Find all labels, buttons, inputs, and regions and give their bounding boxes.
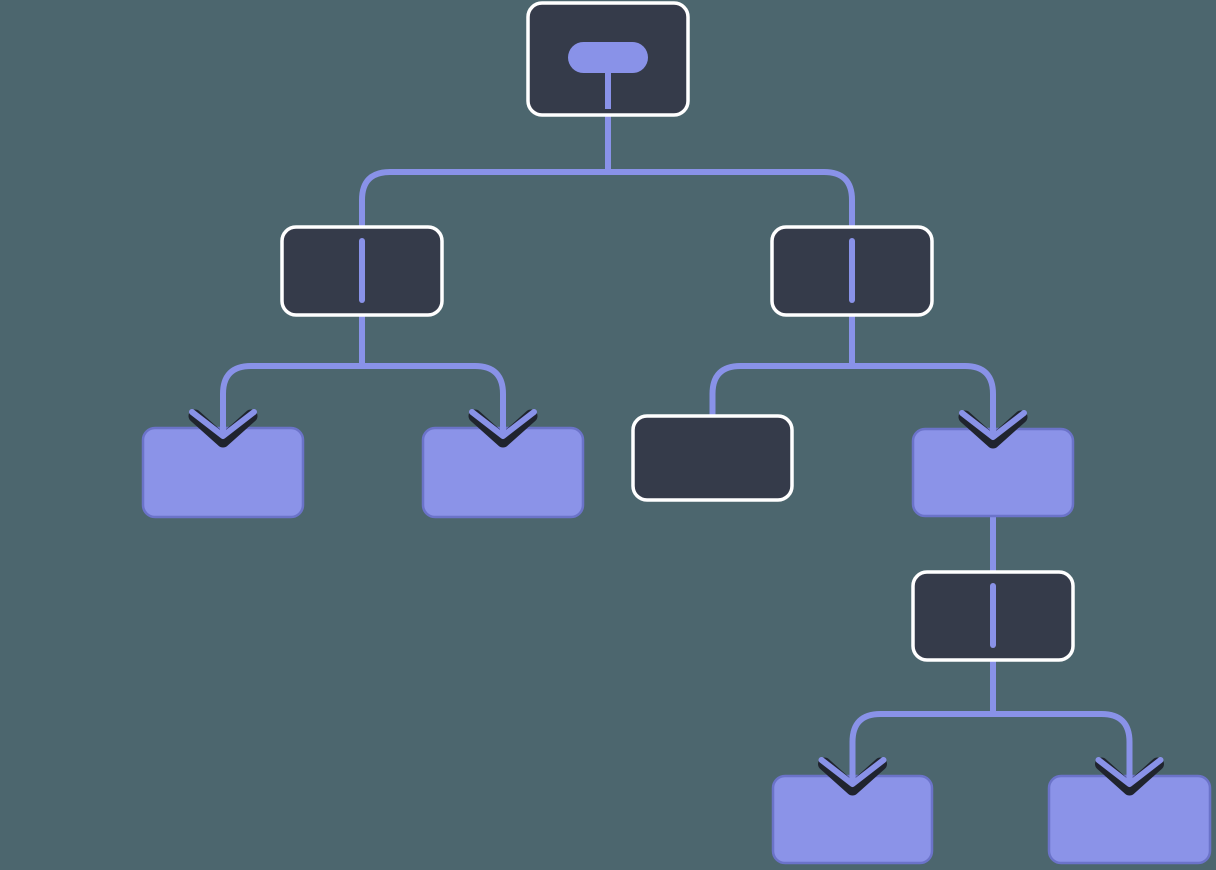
edge-split-bottom-leaf-4 (849, 711, 993, 781)
edge-split-right-leaf-3 (852, 363, 996, 434)
edge-root-split-right (608, 169, 855, 232)
edge-root-split-left (359, 169, 608, 232)
node-box-plain[interactable] (631, 414, 794, 502)
edge-split-left-leaf-2 (362, 363, 506, 433)
arrowhead-purple-icon (1095, 757, 1164, 787)
arrowhead-purple-icon (959, 410, 1027, 440)
arrowhead-purple-icon (189, 409, 257, 439)
edge-split-left-leaf-1 (220, 363, 362, 433)
arrowhead-purple-icon (469, 409, 537, 439)
arrowhead-purple-icon (818, 757, 887, 787)
root-pill-icon (568, 42, 648, 73)
edge-split-right-box-plain (709, 363, 852, 421)
edge-split-bottom-leaf-5 (993, 711, 1133, 781)
